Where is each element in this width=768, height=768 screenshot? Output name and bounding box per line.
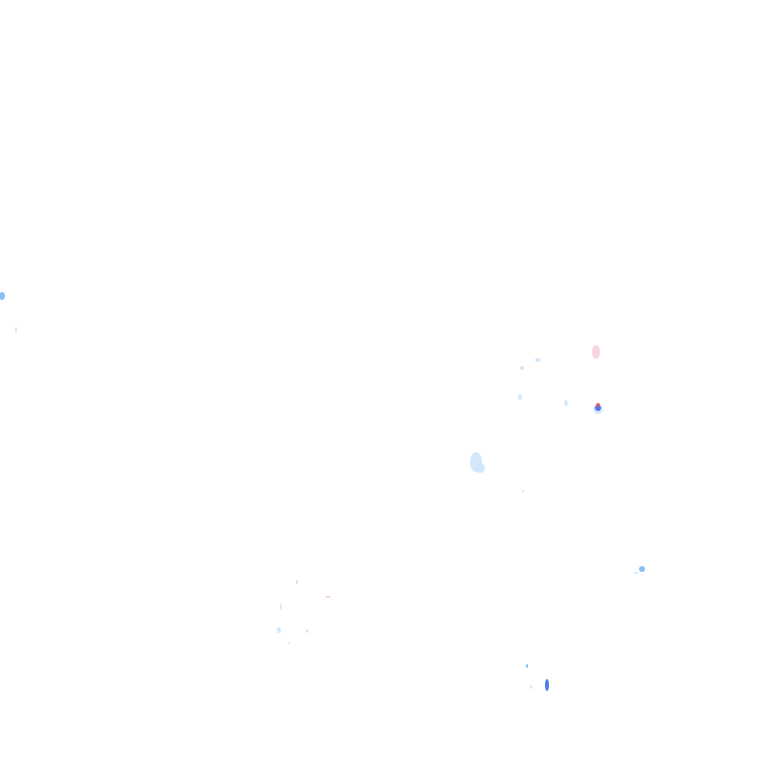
precipitation-echo [522,490,524,492]
precipitation-echo [15,327,17,333]
precipitation-echo [535,358,541,362]
precipitation-echo [564,400,568,406]
precipitation-echo [526,664,528,668]
precipitation-echo [325,596,331,598]
precipitation-echo [595,405,601,411]
precipitation-echo [0,292,5,300]
precipitation-echo [306,629,308,633]
precipitation-echo [530,685,532,689]
precipitation-echo [596,403,600,407]
precipitation-echo [288,642,290,644]
precipitation-echo [520,366,524,370]
precipitation-echo [639,566,645,572]
precipitation-echo [518,394,522,400]
precipitation-echo [280,604,282,610]
precipitation-echo [545,679,549,691]
precipitation-echo [296,580,298,584]
precipitation-echo [277,627,281,633]
precipitation-echo [592,345,600,359]
precipitation-echo [475,463,485,473]
precipitation-echo [634,572,638,574]
